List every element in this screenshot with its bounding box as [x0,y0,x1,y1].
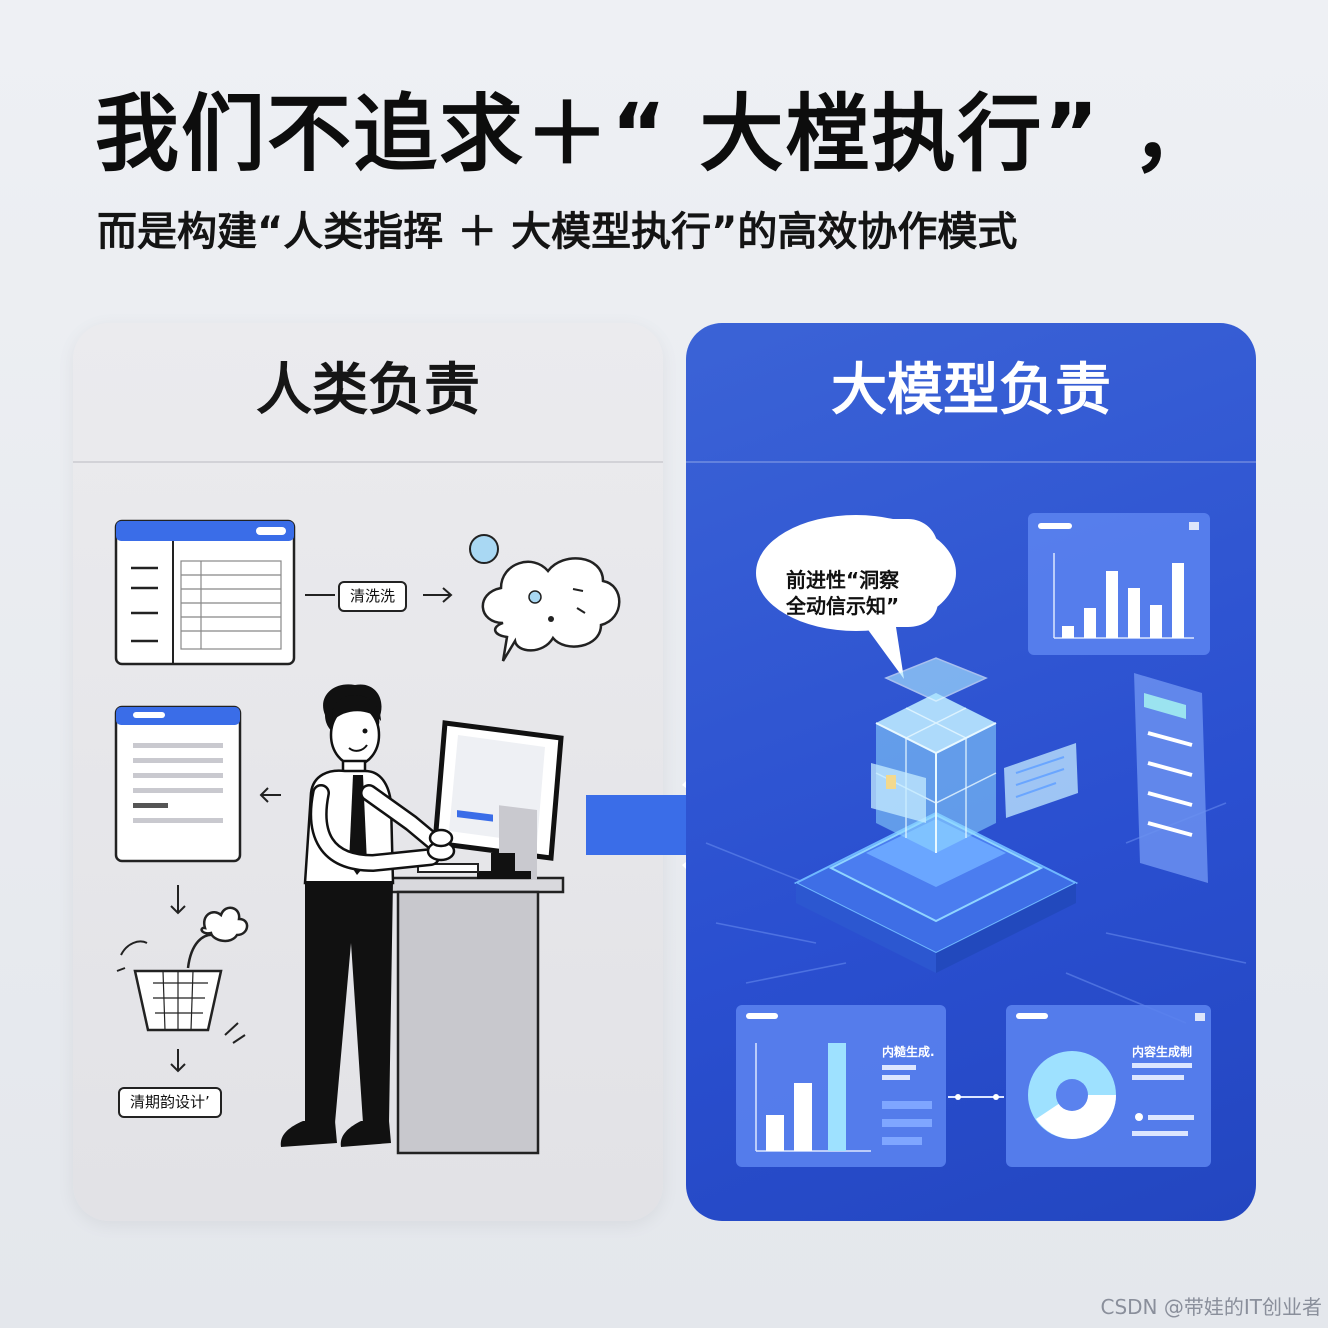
thought-cloud-icon [469,534,621,662]
chart-card-bottom-right [1006,1005,1211,1167]
ai-platform [793,811,1079,973]
side-list-card [1134,673,1208,883]
bar-card-title: 内糙生成. [882,1045,935,1059]
arrow-down-icon-2 [170,1049,186,1073]
chart-card-bottom-left [736,1005,946,1167]
bubble-line-2: 全动信示知” [786,594,900,618]
design-tag: 清期韵设计’ [118,1087,222,1118]
chart-card-top [1028,513,1210,655]
standing-desk [381,876,565,1155]
basket-icon [116,906,249,1044]
human-panel-divider [73,461,663,463]
human-illustration [114,519,621,1155]
arrow-right-icon [423,587,453,603]
insight-bubble-text: 前进性“洞察 全动信示知” [786,567,899,619]
spreadsheet-icon [114,519,296,666]
document-icon [114,705,242,863]
connector-icon [948,1094,1004,1100]
headline: 我们不追求＋“ 大樘执行” ， [95,85,1218,183]
model-panel-divider [686,461,1256,463]
person-illustration [280,684,456,1147]
subheadline: 而是构建“人类指挥 ＋ 大模型执行”的高效协作模式 [97,209,1018,255]
model-panel-title: 大模型负责 [831,358,1111,423]
human-panel-title: 人类负责 [256,358,480,423]
arrow-down-icon [170,885,186,915]
human-panel: 人类负责 [73,323,663,1221]
speech-bubble-icon [756,515,956,679]
bubble-line-1: 前进性“洞察 [786,568,900,592]
model-panel: 大模型负责 [686,323,1256,1221]
model-illustration [705,513,1247,1167]
watermark: CSDN @带娃的IT创业者 [1100,1295,1323,1319]
ai-cube-icon [871,657,1078,853]
arrow-left-icon [259,787,281,803]
pie-card-title: 内容生成制 [1132,1045,1193,1059]
computer-monitor [417,720,564,880]
clean-tag: 清洗洗 [338,581,408,612]
